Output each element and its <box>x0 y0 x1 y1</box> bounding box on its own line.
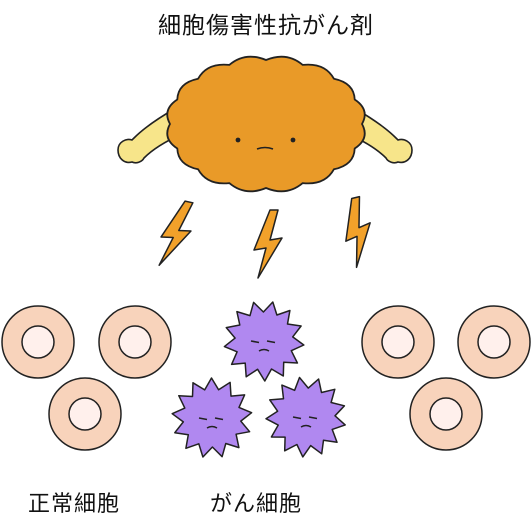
drug-left-arm-icon <box>117 106 183 164</box>
normal-cells-label: 正常細胞 <box>28 492 121 517</box>
lightning-group <box>158 195 371 279</box>
cancer-cell-eye-icon <box>250 340 260 344</box>
normal-cell-icon <box>361 305 435 379</box>
normal-cells-group <box>1 305 531 451</box>
cancer-cell-mouth-icon <box>258 348 270 352</box>
cancer-cell-body-icon <box>223 301 305 382</box>
cancer-cell-eye-icon <box>292 416 302 420</box>
normal-cell-icon <box>457 305 531 379</box>
cancer-cell-eye-icon <box>266 340 276 344</box>
cancer-cells-group <box>171 301 346 458</box>
cancer-cell-eye-icon <box>214 417 224 421</box>
cancer-cells-label: がん細胞 <box>210 492 303 517</box>
lightning-bolt-right-icon <box>345 195 371 269</box>
cancer-cell-eye-icon <box>308 416 318 420</box>
cancer-cell-body-icon <box>265 376 346 458</box>
cancer-cell-icon <box>171 377 253 458</box>
normal-cell-nucleus-icon <box>477 325 511 359</box>
cancer-cell-mouth-icon <box>300 424 312 428</box>
normal-cell-icon <box>409 377 483 451</box>
normal-cell-icon <box>48 377 122 451</box>
cancer-cell-icon <box>265 376 346 458</box>
diagram-title: 細胞傷害性抗がん剤 <box>158 13 374 39</box>
drug-body-icon <box>166 55 366 193</box>
lightning-bolt-left-icon <box>158 200 194 266</box>
normal-cell-nucleus-icon <box>381 325 415 359</box>
cancer-cell-mouth-icon <box>206 425 218 429</box>
drug-left-eye-icon <box>235 137 241 143</box>
cancer-cell-eye-icon <box>198 417 208 421</box>
normal-cell-nucleus-icon <box>429 397 463 431</box>
drug-mouth-icon <box>256 146 274 150</box>
cancer-cell-icon <box>223 301 305 382</box>
anticancer-drug-character <box>117 55 413 193</box>
drug-right-eye-icon <box>290 137 296 143</box>
normal-cell-icon <box>98 305 172 379</box>
normal-cell-nucleus-icon <box>68 397 102 431</box>
cancer-cell-body-icon <box>171 377 253 458</box>
normal-cell-nucleus-icon <box>21 325 55 359</box>
normal-cell-icon <box>1 305 75 379</box>
lightning-bolt-center-icon <box>253 209 283 279</box>
normal-cell-nucleus-icon <box>118 325 152 359</box>
